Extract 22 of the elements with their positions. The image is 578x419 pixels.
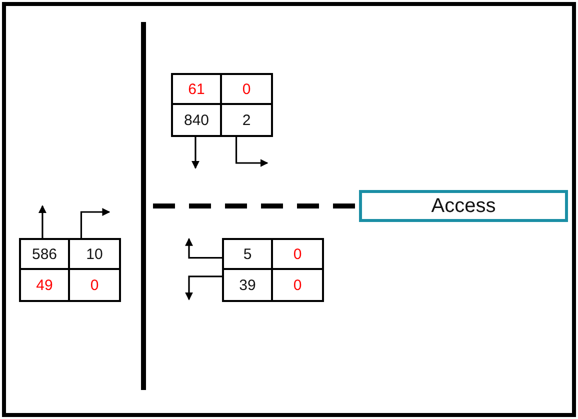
traffic-count: 586 — [32, 246, 58, 262]
count-table — [171, 73, 273, 137]
traffic-count: 5 — [243, 246, 252, 262]
traffic-count: 0 — [242, 80, 251, 98]
traffic-count: 0 — [293, 276, 302, 294]
count-table — [222, 238, 324, 302]
traffic-count: 49 — [36, 276, 53, 294]
arrow — [191, 137, 200, 169]
arrow — [185, 276, 222, 300]
arrow — [38, 205, 46, 238]
traffic-count: 2 — [242, 112, 251, 128]
access-label-box: Access — [359, 190, 568, 222]
traffic-count: 0 — [90, 276, 99, 294]
arrow — [235, 137, 268, 167]
traffic-count: 39 — [239, 276, 256, 294]
arrow — [80, 208, 110, 238]
arrow — [185, 238, 222, 259]
traffic-count: 10 — [86, 246, 103, 262]
traffic-count: 61 — [188, 80, 205, 98]
traffic-count: 0 — [293, 246, 302, 262]
count-table — [19, 238, 121, 302]
traffic-count: 840 — [184, 112, 210, 128]
